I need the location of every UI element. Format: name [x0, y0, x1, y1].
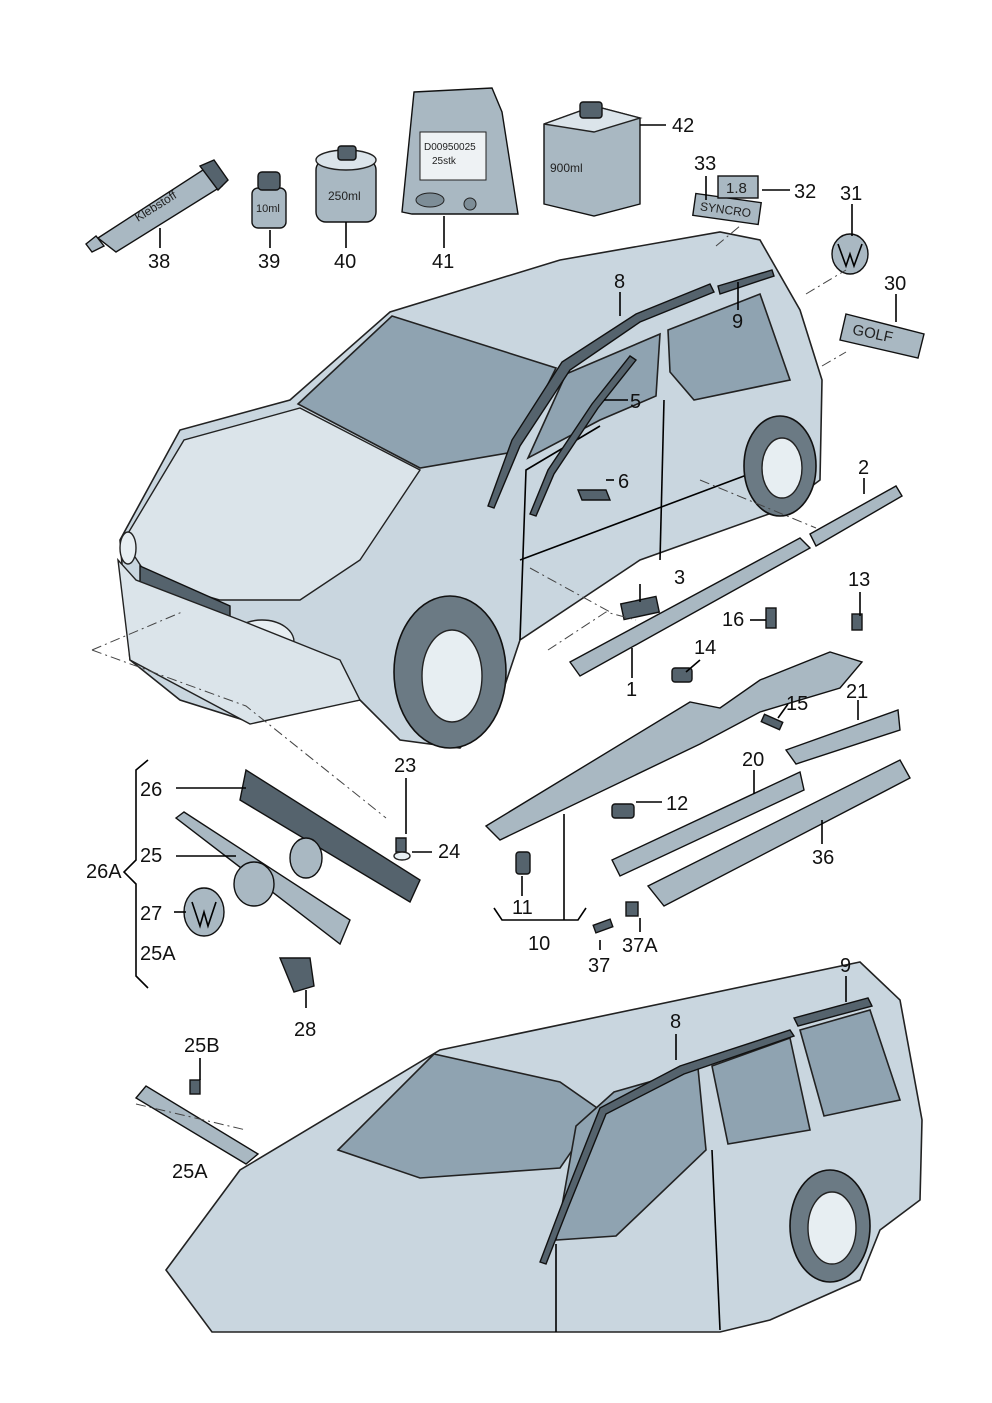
callout-37: 37 [588, 955, 610, 977]
badge-syncro: SYNCRO [691, 192, 763, 226]
callout-37A: 37A [622, 935, 658, 957]
callout-12: 12 [666, 793, 688, 815]
callout-20: 20 [742, 749, 764, 771]
bottle-label: 10ml [256, 203, 280, 215]
bag-code-label: D00950025 [424, 142, 476, 153]
estate-roof-moulding-front [539, 1029, 796, 1265]
callout-33: 33 [694, 153, 716, 175]
grille-bracket-25A [134, 1085, 260, 1165]
screw-15 [760, 713, 784, 731]
callout-3: 3 [674, 567, 685, 589]
callout-5: 5 [630, 391, 641, 413]
screw-16 [765, 607, 777, 629]
clip-11 [515, 851, 531, 875]
callout-8-estate: 8 [670, 1011, 681, 1033]
callout-26A: 26A [86, 861, 122, 883]
callout-2: 2 [858, 457, 869, 479]
callout-39: 39 [258, 251, 280, 273]
screw-23 [395, 837, 407, 853]
callout-6: 6 [618, 471, 629, 493]
screw-37 [592, 918, 614, 934]
callout-42: 42 [672, 115, 694, 137]
screw-25B [189, 1079, 201, 1095]
door-seal-strip [529, 355, 638, 517]
side-moulding-front [568, 537, 812, 677]
badge-3 [619, 595, 661, 621]
adhesive-tube: Klebstoff [85, 159, 229, 253]
callout-32: 32 [794, 181, 816, 203]
callout-25B: 25B [184, 1035, 220, 1057]
callout-41: 41 [432, 251, 454, 273]
callout-25A-group: 25A [140, 943, 176, 965]
callout-21: 21 [846, 681, 868, 703]
callout-38: 38 [148, 251, 170, 273]
estate-car [165, 961, 923, 1333]
side-moulding-rear [809, 485, 903, 547]
bag-qty-label: 25stk [432, 156, 457, 167]
callout-11: 11 [512, 897, 533, 919]
small-bottle: 10ml [251, 171, 287, 229]
badge-1-8-text: 1.8 [726, 180, 747, 197]
badge-golf: GOLF [839, 313, 925, 359]
clip-28 [278, 957, 315, 993]
callout-27: 27 [140, 903, 162, 925]
callout-30: 30 [884, 273, 906, 295]
callout-40: 40 [334, 251, 356, 273]
callout-16: 16 [722, 609, 744, 631]
roof-moulding-rear [717, 269, 775, 295]
grille-26 [239, 768, 421, 904]
callout-14: 14 [694, 637, 716, 659]
can-label: 250ml [328, 189, 361, 203]
badge-1-8: 1.8 [717, 175, 759, 199]
callout-31: 31 [840, 183, 862, 205]
screw-13 [851, 613, 863, 631]
clip-12 [611, 803, 635, 819]
cleaner-box: 900ml [543, 101, 643, 217]
vw-emblem-rear [831, 233, 869, 275]
callout-26: 26 [140, 779, 162, 801]
grille-emblem-mount-2 [289, 837, 323, 879]
clip-bag: D00950025 25stk [401, 87, 519, 215]
callout-25: 25 [140, 845, 162, 867]
sill-strip-20 [611, 770, 805, 877]
adhesive-can: 250ml [315, 145, 377, 223]
callout-25A-bracket: 25A [172, 1161, 208, 1183]
callout-8-top: 8 [614, 271, 625, 293]
callout-15: 15 [786, 693, 808, 715]
estate-roof-moulding-rear [792, 997, 874, 1027]
callout-13: 13 [848, 569, 870, 591]
sill-bracket-10 [484, 651, 864, 841]
hatchback-car [117, 231, 823, 749]
washer-24 [393, 851, 411, 861]
clip-6 [576, 489, 612, 501]
callout-9-top: 9 [732, 311, 743, 333]
callout-1: 1 [626, 679, 637, 701]
roof-moulding-front [487, 283, 715, 509]
clip-37A [625, 901, 639, 917]
callout-36: 36 [812, 847, 834, 869]
callout-10: 10 [528, 933, 550, 955]
callout-23: 23 [394, 755, 416, 777]
sill-panel-36 [646, 759, 911, 907]
vw-emblem-front [183, 887, 225, 937]
sill-strip-21 [784, 709, 901, 765]
callout-24: 24 [438, 841, 460, 863]
callout-28: 28 [294, 1019, 316, 1041]
callout-9-estate: 9 [840, 955, 851, 977]
grille-emblem-mount [233, 861, 275, 907]
box-label: 900ml [550, 161, 583, 175]
